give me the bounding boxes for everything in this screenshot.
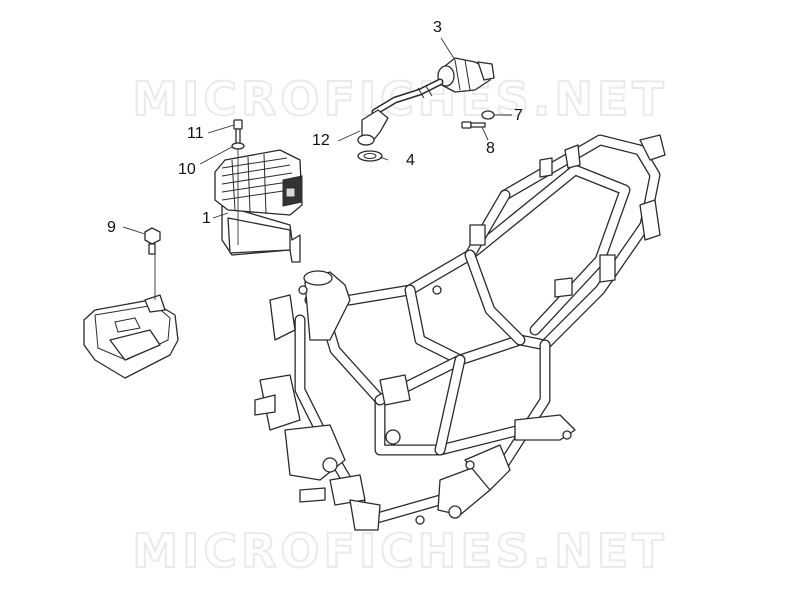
callout-1: 1: [202, 210, 211, 227]
callout-3: 3: [433, 19, 442, 36]
washer-7: [481, 110, 495, 120]
screw-8: [461, 121, 486, 129]
screw-9: [144, 227, 161, 255]
battery-tray: [83, 294, 179, 379]
screw-11: [233, 119, 243, 144]
rubber-seal: [357, 150, 383, 162]
spark-plug-cap: [357, 109, 389, 146]
leader-lines: [122, 37, 512, 300]
voltage-regulator: [214, 149, 303, 263]
callout-8: 8: [486, 140, 495, 157]
callout-11: 11: [187, 125, 204, 142]
callout-12: 12: [312, 132, 330, 149]
callout-7: 7: [514, 107, 523, 124]
watermark-bottom: MICROFICHES.NET: [131, 523, 668, 579]
callout-4: 4: [406, 152, 415, 169]
callout-10: 10: [178, 161, 196, 178]
scooter-frame: [254, 134, 666, 531]
ignition-coil: [371, 57, 495, 116]
callout-9: 9: [107, 219, 116, 236]
